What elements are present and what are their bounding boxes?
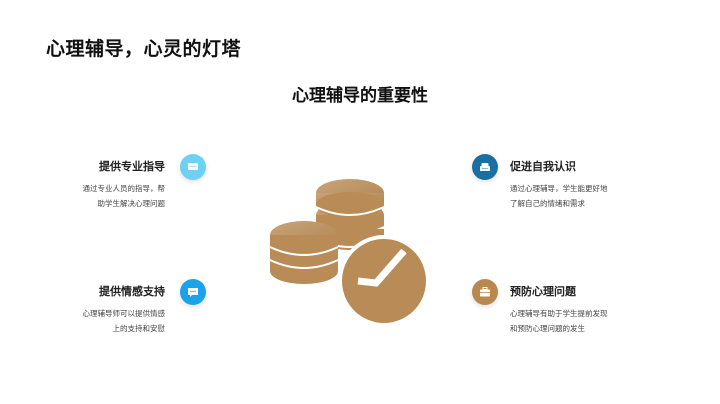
- item-professional-guidance: 提供专业指导 通过专业人员的指导，帮 助学生解决心理问题: [40, 160, 166, 211]
- section-title: 心理辅导的重要性: [292, 86, 428, 106]
- item-heading: 促进自我认识: [510, 160, 576, 173]
- item-description: 心理辅导有助于学生提前发现 和预防心理问题的发生: [510, 309, 608, 333]
- item-self-awareness: 促进自我认识 通过心理辅导，学生能更好地 了解自己的情绪和需求: [510, 160, 640, 211]
- item-heading: 提供专业指导: [99, 160, 165, 173]
- item-heading: 提供情感支持: [99, 285, 165, 298]
- sofa-icon: [472, 154, 498, 180]
- item-heading: 预防心理问题: [510, 285, 576, 298]
- item-description: 通过专业人员的指导，帮 助学生解决心理问题: [82, 184, 166, 208]
- message-icon: [180, 279, 206, 305]
- chat-bubble-icon: [180, 154, 206, 180]
- coins-icon: [269, 179, 430, 327]
- briefcase-icon: [472, 279, 498, 305]
- slide-title: 心理辅导，心灵的灯塔: [46, 38, 242, 60]
- item-description: 心理辅导师可以提供情感 上的支持和安慰: [82, 309, 166, 333]
- item-description: 通过心理辅导，学生能更好地 了解自己的情绪和需求: [510, 184, 608, 208]
- item-prevention: 预防心理问题 心理辅导有助于学生提前发现 和预防心理问题的发生: [510, 285, 640, 336]
- coins-checkmark-illustration: [262, 163, 462, 333]
- item-emotional-support: 提供情感支持 心理辅导师可以提供情感 上的支持和安慰: [40, 285, 166, 336]
